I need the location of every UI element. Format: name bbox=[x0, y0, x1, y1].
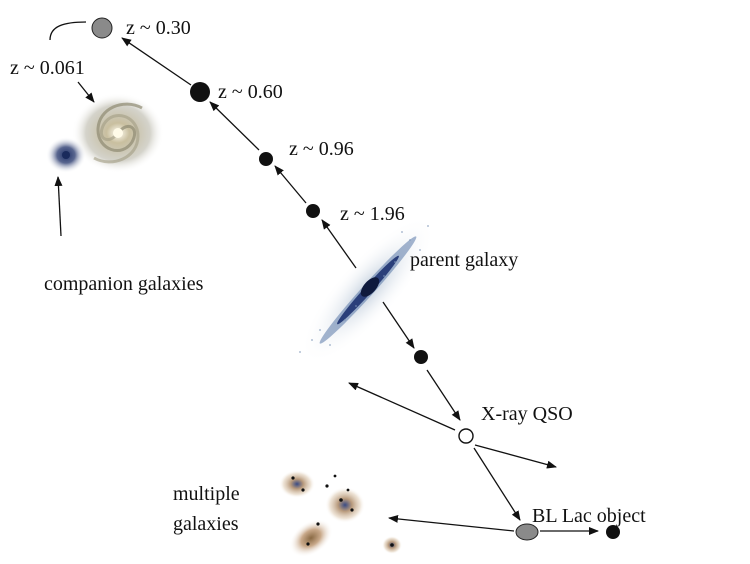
multiple-galaxies-image bbox=[279, 470, 402, 558]
sequence-nodes bbox=[91, 17, 620, 541]
label-z0061: z ~ 0.061 bbox=[10, 57, 85, 79]
labels: z ~ 0.30 z ~ 0.061 z ~ 0.60 z ~ 0.96 z ~… bbox=[10, 17, 646, 535]
companion-galaxies-image bbox=[46, 93, 164, 173]
arrow-companion-label bbox=[54, 176, 63, 237]
label-bllac-object: BL Lac object bbox=[532, 505, 646, 527]
arrow-z0061-label bbox=[77, 81, 95, 103]
label-z196: z ~ 1.96 bbox=[340, 203, 405, 225]
label-parent-galaxy: parent galaxy bbox=[410, 249, 518, 271]
arrow-xray-to-bllac bbox=[473, 447, 521, 521]
arrow-z196-to-z096 bbox=[274, 165, 307, 204]
node-z060 bbox=[190, 82, 210, 102]
arrow-parent-to-z196 bbox=[321, 219, 357, 269]
parent-galaxy-image bbox=[299, 216, 436, 364]
node-xray-qso bbox=[458, 428, 474, 444]
node-bllac bbox=[515, 523, 539, 541]
arrow-xray-left bbox=[348, 382, 456, 431]
arrow-parent-to-next bbox=[382, 301, 415, 349]
arrow-z060-to-z030 bbox=[121, 37, 192, 86]
label-companion-galaxies: companion galaxies bbox=[44, 273, 204, 295]
label-xray-qso: X-ray QSO bbox=[481, 403, 573, 425]
arrow-bllac-to-multiple bbox=[388, 514, 515, 532]
label-galaxies: galaxies bbox=[173, 513, 239, 535]
node-after-bllac bbox=[606, 525, 620, 539]
label-z030: z ~ 0.30 bbox=[126, 17, 191, 39]
node-after-parent bbox=[414, 350, 428, 364]
node-z096 bbox=[259, 152, 273, 166]
label-multiple: multiple bbox=[173, 483, 240, 505]
arrow-z096-to-z060 bbox=[209, 101, 260, 151]
arrow-to-xray-qso bbox=[426, 369, 461, 421]
node-z030 bbox=[91, 17, 113, 39]
arrow-xray-right bbox=[474, 444, 557, 469]
label-z096: z ~ 0.96 bbox=[289, 138, 354, 160]
label-z060: z ~ 0.60 bbox=[218, 81, 283, 103]
node-z196 bbox=[306, 204, 320, 218]
bracket-curve bbox=[49, 21, 87, 41]
sequence-arrows bbox=[49, 21, 599, 535]
